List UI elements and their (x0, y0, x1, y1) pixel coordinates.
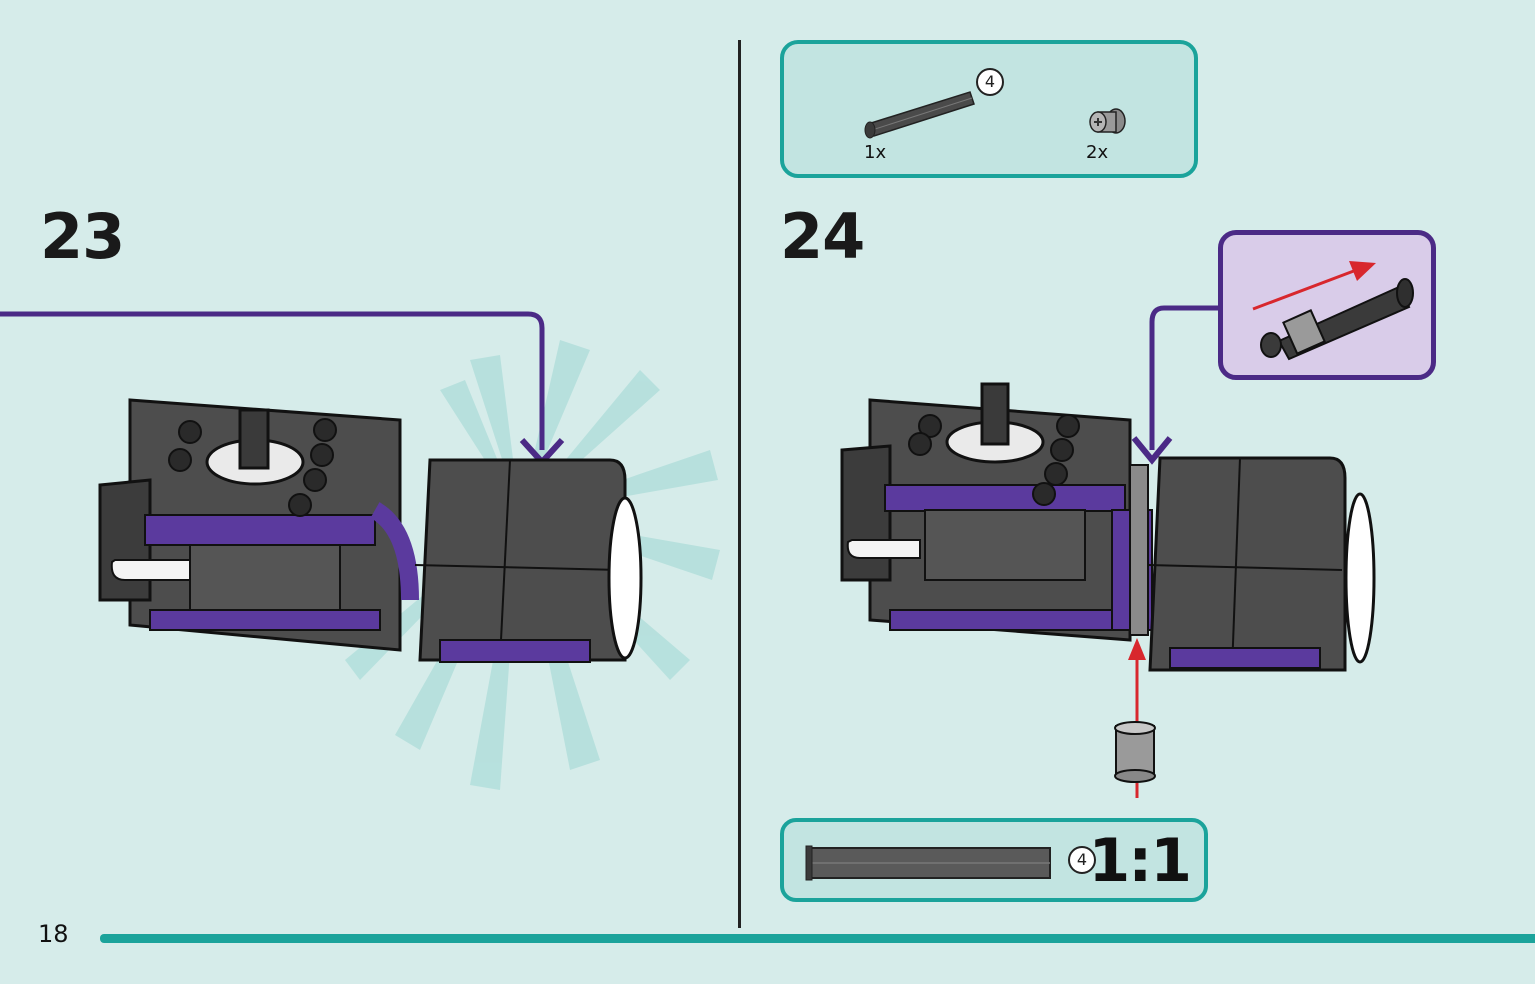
shell-block (414, 458, 643, 663)
axle-quantity: 1x (864, 142, 887, 163)
bush-icon (1089, 108, 1126, 134)
footer-bar (100, 934, 1535, 943)
axle-icon (805, 845, 1051, 881)
bush-quantity: 2x (1086, 142, 1109, 163)
axle-length-badge: 4 (976, 68, 1004, 96)
assembly-arrow-icon (1252, 261, 1376, 311)
bush-piece (1114, 721, 1156, 783)
motor-block (840, 382, 1132, 642)
step-divider (738, 40, 741, 928)
step-number-24: 24 (780, 200, 865, 273)
callout-connector (1131, 305, 1220, 465)
axle-with-bush-icon (1260, 278, 1414, 361)
step24-illustration (840, 382, 1376, 798)
page-number: 18 (38, 920, 69, 948)
scale-label: 1:1 (1088, 826, 1192, 896)
step23-illustration (0, 311, 720, 790)
shell-block (1147, 456, 1376, 672)
motor-block (98, 398, 402, 652)
parts-list-box: 4 1x 2x (780, 40, 1198, 178)
scale-check-box: 4 1:1 (780, 818, 1208, 902)
step-number-23: 23 (40, 200, 125, 273)
axle-length-badge: 4 (1068, 846, 1096, 874)
axle-icon (864, 91, 975, 139)
sub-assembly-callout (1218, 230, 1436, 380)
callout-line (0, 311, 545, 450)
